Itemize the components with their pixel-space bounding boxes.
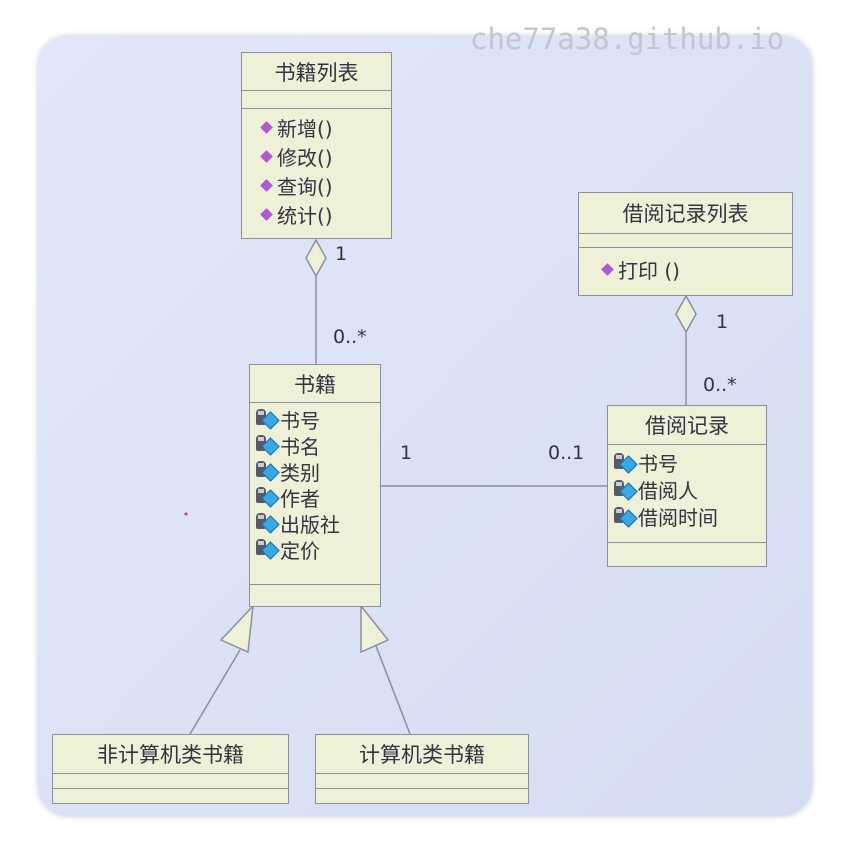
class-name: 书籍 <box>250 365 380 403</box>
attribute-item: 借阅人 <box>614 476 766 503</box>
attributes-section: 书号 书名 类别 作者 出版社 定价 <box>250 403 380 585</box>
class-book: 书籍 书号 书名 类别 作者 出版社 定价 <box>249 364 381 607</box>
operation-item: 查询() <box>260 171 391 200</box>
attributes-section <box>579 234 792 248</box>
attribute-item: 借阅时间 <box>614 503 766 530</box>
operation-icon <box>260 179 273 192</box>
multiplicity-label: 0..1 <box>548 442 585 464</box>
operations-section <box>608 543 766 566</box>
operation-icon <box>260 150 273 163</box>
aggregation-diamond-books <box>305 238 327 278</box>
attribute-item: 定价 <box>256 536 380 563</box>
private-attribute-icon <box>614 452 638 474</box>
operation-icon <box>260 121 273 134</box>
watermark: che77a38.github.io <box>470 22 785 56</box>
attribute-item: 类别 <box>256 458 380 485</box>
private-attribute-icon <box>256 486 280 508</box>
class-name: 非计算机类书籍 <box>53 735 288 774</box>
private-attribute-icon <box>614 506 638 528</box>
operation-icon <box>260 208 273 221</box>
class-computer-book: 计算机类书籍 <box>315 734 529 804</box>
attribute-item: 书号 <box>614 449 766 476</box>
operations-section <box>316 789 528 803</box>
multiplicity-label: 0..* <box>703 374 737 396</box>
class-book-list: 书籍列表 新增() 修改() 查询() 统计() <box>241 52 392 239</box>
private-attribute-icon <box>614 479 638 501</box>
operation-icon <box>601 262 614 276</box>
attribute-item: 书名 <box>256 432 380 459</box>
attribute-item: 出版社 <box>256 510 380 537</box>
multiplicity-label: 1 <box>335 243 348 265</box>
operations-section <box>53 789 288 803</box>
inheritance-line-computer <box>375 645 411 735</box>
inheritance-arrow-non-computer <box>219 603 254 654</box>
attributes-section: 书号 借阅人 借阅时间 <box>608 445 766 543</box>
attribute-item: 作者 <box>256 484 380 511</box>
aggregation-diamond-records <box>675 294 697 334</box>
private-attribute-icon <box>256 434 280 456</box>
private-attribute-icon <box>256 512 280 534</box>
operation-item: 新增() <box>260 113 391 142</box>
class-name: 计算机类书籍 <box>316 735 528 774</box>
private-attribute-icon <box>256 408 280 430</box>
operation-item: 打印 () <box>601 254 792 284</box>
class-borrow-record: 借阅记录 书号 借阅人 借阅时间 <box>607 405 767 567</box>
operations-section <box>250 585 380 605</box>
class-name: 借阅记录 <box>608 406 766 445</box>
multiplicity-label: 0..* <box>333 326 367 348</box>
attributes-section <box>316 774 528 789</box>
operation-item: 修改() <box>260 142 391 171</box>
class-name: 借阅记录列表 <box>579 193 792 234</box>
attributes-section <box>242 91 391 109</box>
class-name: 书籍列表 <box>242 53 391 91</box>
attributes-section <box>53 774 288 789</box>
private-attribute-icon <box>256 538 280 560</box>
operations-section: 新增() 修改() 查询() 统计() <box>242 109 391 229</box>
operations-section: 打印 () <box>579 248 792 284</box>
stray-dot <box>184 512 188 516</box>
class-non-computer-book: 非计算机类书籍 <box>52 734 289 804</box>
inheritance-arrow-computer <box>360 603 390 654</box>
inheritance-line-non-computer <box>189 649 241 735</box>
operation-item: 统计() <box>260 200 391 229</box>
class-borrow-record-list: 借阅记录列表 打印 () <box>578 192 793 296</box>
multiplicity-label: 1 <box>716 311 729 333</box>
multiplicity-label: 1 <box>400 442 413 464</box>
private-attribute-icon <box>256 460 280 482</box>
attribute-item: 书号 <box>256 406 380 433</box>
